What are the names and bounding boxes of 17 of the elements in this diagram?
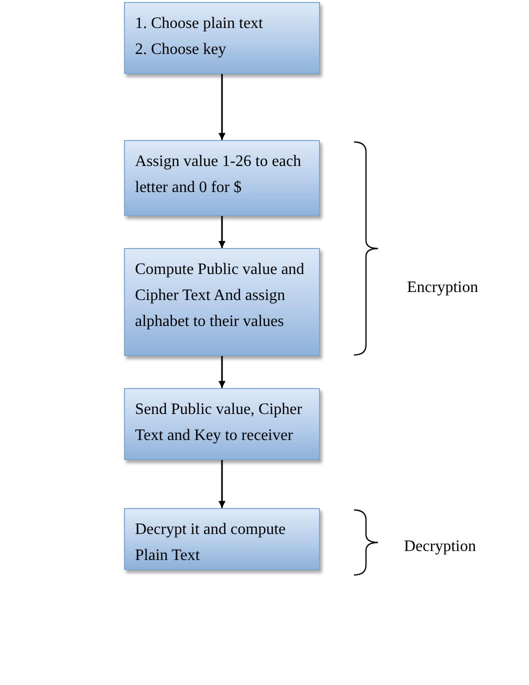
step-text: Decrypt it and compute Plain Text: [135, 520, 287, 566]
arrow: [218, 74, 226, 140]
process-box: [124, 508, 320, 570]
step-text: Assign value 1-26 to each letter and 0 for $: [135, 152, 302, 198]
group-label: Decryption: [404, 538, 476, 556]
step-text: 2. Choose key: [135, 40, 228, 60]
arrow: [218, 356, 226, 388]
process-box: [124, 2, 320, 74]
step-text: Compute Public value and Cipher Text And assign alphabet to their values: [135, 260, 306, 332]
process-box: [124, 140, 320, 216]
process-box: [124, 388, 320, 460]
step-text: Send Public value, Cipher Text and Key to receiver: [135, 400, 304, 446]
arrow: [218, 216, 226, 248]
arrow: [218, 460, 226, 508]
group-label: Encryption: [407, 279, 478, 297]
process-box: [124, 248, 320, 356]
step-text: 1. Choose plain text: [135, 14, 264, 34]
